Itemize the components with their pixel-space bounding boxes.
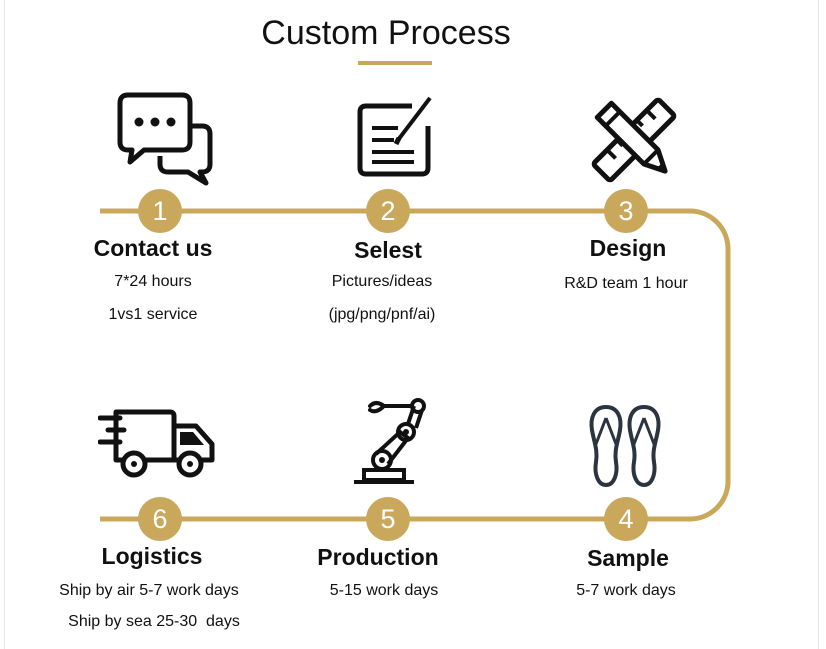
page-title: Custom Process [261, 14, 511, 52]
right-edge-line [818, 0, 819, 649]
step-5-line-1: 5-15 work days [329, 582, 439, 599]
step-4-title: Sample [587, 545, 669, 571]
step-6-title: Logistics [101, 543, 203, 569]
step-5-title: Production [317, 544, 439, 570]
step-1-line-2: 1vs1 service [108, 306, 198, 323]
left-edge-line [4, 0, 5, 649]
step-2-number: 2 [366, 189, 410, 233]
delivery-truck-icon [98, 409, 215, 478]
flip-flops-icon [589, 404, 661, 488]
step-2-line-1: Pictures/ideas [331, 273, 433, 290]
pencil-ruler-icon [591, 97, 677, 183]
document-edit-icon [357, 96, 432, 177]
step-1-number: 1 [138, 189, 182, 233]
step-1-title: Contact us [93, 235, 213, 261]
step-3-title: Design [589, 235, 667, 261]
step-2-line-2: (jpg/png/pnf/ai) [328, 306, 436, 323]
step-4-number: 4 [604, 497, 648, 541]
step-5-number: 5 [366, 497, 410, 541]
step-3-number: 3 [604, 189, 648, 233]
step-4-line-1: 5-7 work days [576, 582, 676, 599]
title-underline [358, 61, 432, 65]
step-3-line-1: R&D team 1 hour [564, 275, 688, 292]
step-2-title: Selest [354, 237, 422, 263]
process-track-path [100, 208, 731, 522]
chat-bubbles-icon [117, 92, 213, 186]
step-1-line-1: 7*24 hours [114, 273, 192, 290]
step-6-line-2: Ship by sea 25-30 days [68, 613, 240, 630]
step-6-line-1: Ship by air 5-7 work days [59, 582, 239, 599]
robot-arm-icon [354, 398, 426, 484]
step-6-number: 6 [138, 497, 182, 541]
